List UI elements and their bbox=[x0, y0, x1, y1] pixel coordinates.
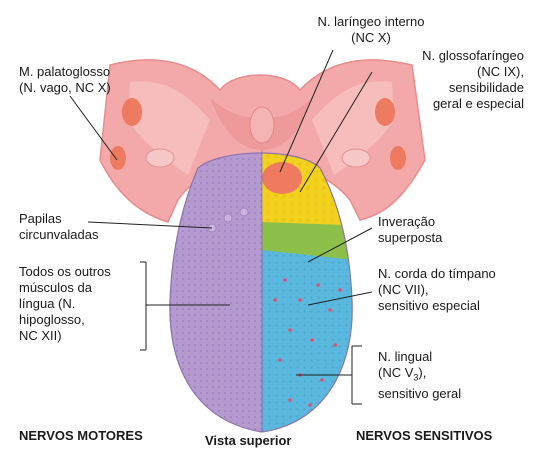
label-palatoglossus: M. palatoglosso (N. vago, NC X) bbox=[19, 64, 111, 95]
vallate-papillae bbox=[207, 207, 249, 233]
label-vallate-papillae: Papilas circunvaladas bbox=[19, 211, 99, 242]
label-glossopharyngeal: N. glossofaríngeo (NC IX), sensibilidade… bbox=[422, 48, 524, 111]
caption-motor-nerves: NERVOS MOTORES bbox=[19, 428, 143, 443]
label-chorda-tympani: N. corda do tímpano (NC VII), sensitivo … bbox=[378, 266, 496, 313]
right-tonsil-lower bbox=[390, 146, 406, 170]
label-lingual-line2: (NC V3), bbox=[378, 365, 427, 383]
label-lingual-line1: N. lingual bbox=[378, 349, 433, 364]
pharynx-region bbox=[99, 59, 426, 223]
left-tonsil-lower bbox=[110, 146, 126, 170]
caption-sensory-nerves: NERVOS SENSITIVOS bbox=[356, 428, 493, 443]
left-tonsil-upper bbox=[122, 98, 142, 126]
leader-lines bbox=[69, 49, 373, 405]
right-tonsil-upper bbox=[375, 98, 395, 126]
label-lingual-line3: sensitivo geral bbox=[378, 385, 462, 401]
label-other-muscles: Todos os outros músculos da língua (N. h… bbox=[19, 264, 111, 343]
internal-laryngeal-area bbox=[262, 162, 302, 194]
label-overlap: Inveração superposta bbox=[378, 214, 443, 245]
tongue-outline bbox=[169, 152, 353, 433]
label-internal-laryngeal: N. laríngeo interno (NC X) bbox=[317, 14, 425, 45]
label-lingual-nerve: N. lingual (NC V3), sensitivo geral bbox=[378, 349, 461, 402]
caption-superior-view: Vista superior bbox=[205, 433, 292, 448]
